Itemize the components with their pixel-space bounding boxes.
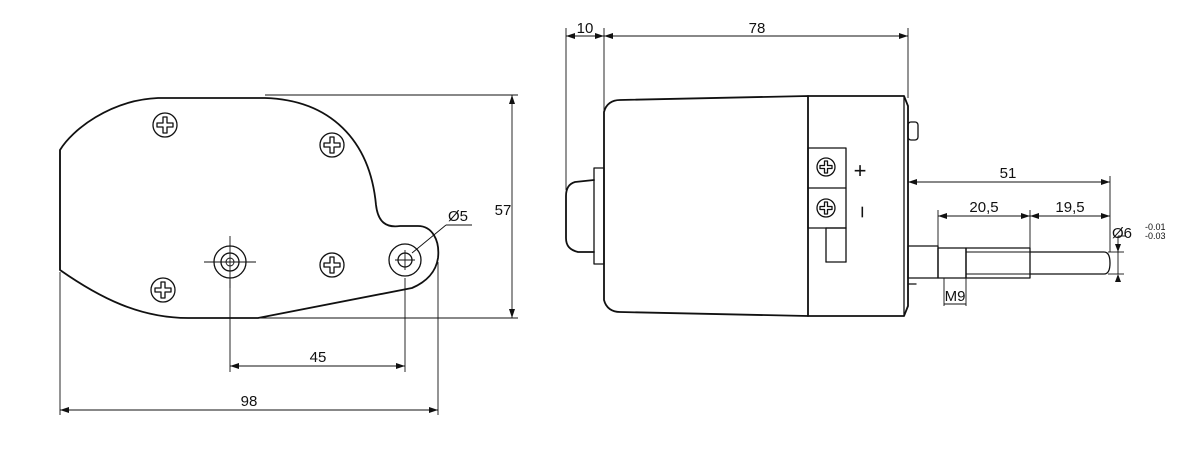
mounting-hole (388, 224, 472, 277)
dim-hole-spacing-label: 45 (310, 349, 327, 366)
gearbox-section (807, 95, 909, 317)
dim-thread-length-label: 20,5 (969, 199, 998, 216)
right-view-dimensions (565, 28, 1126, 306)
motor-side-view (565, 95, 1111, 317)
terminal-screw-icon (816, 198, 836, 218)
rear-cap (565, 179, 595, 253)
output-shaft (907, 245, 1111, 279)
dim-width-label: 98 (241, 393, 258, 410)
gearbox-front-view (59, 97, 472, 319)
dim-height-label: 57 (495, 202, 512, 219)
screw-icon (319, 252, 345, 278)
left-view-dimensions (59, 94, 518, 415)
dim-plain-shaft-label: 19,5 (1055, 199, 1084, 216)
terminal-positive-label: + (854, 158, 867, 183)
screw-icon (150, 277, 176, 303)
dim-shaft-diameter-label: Ø6 (1112, 225, 1132, 242)
dim-hole-diameter-label: Ø5 (448, 208, 468, 225)
rear-flange (593, 167, 605, 265)
terminal-negative-label: − (850, 206, 875, 219)
housing-outline (59, 97, 440, 319)
gearbox-bump (907, 121, 919, 141)
motor-body (603, 95, 809, 317)
dim-shaft-length-label: 51 (1000, 165, 1017, 182)
output-shaft-hub (204, 236, 256, 288)
dim-tolerance-upper: -0.01 (1145, 222, 1166, 232)
dim-thread-size-label: M9 (945, 288, 966, 305)
screw-icon (319, 132, 345, 158)
terminal-screw-icon (816, 157, 836, 177)
dim-tolerance-lower: -0.03 (1145, 231, 1166, 241)
screw-icon (152, 112, 178, 138)
dim-body-length-label: 78 (749, 20, 766, 37)
dim-rear-cap-label: 10 (577, 20, 594, 37)
